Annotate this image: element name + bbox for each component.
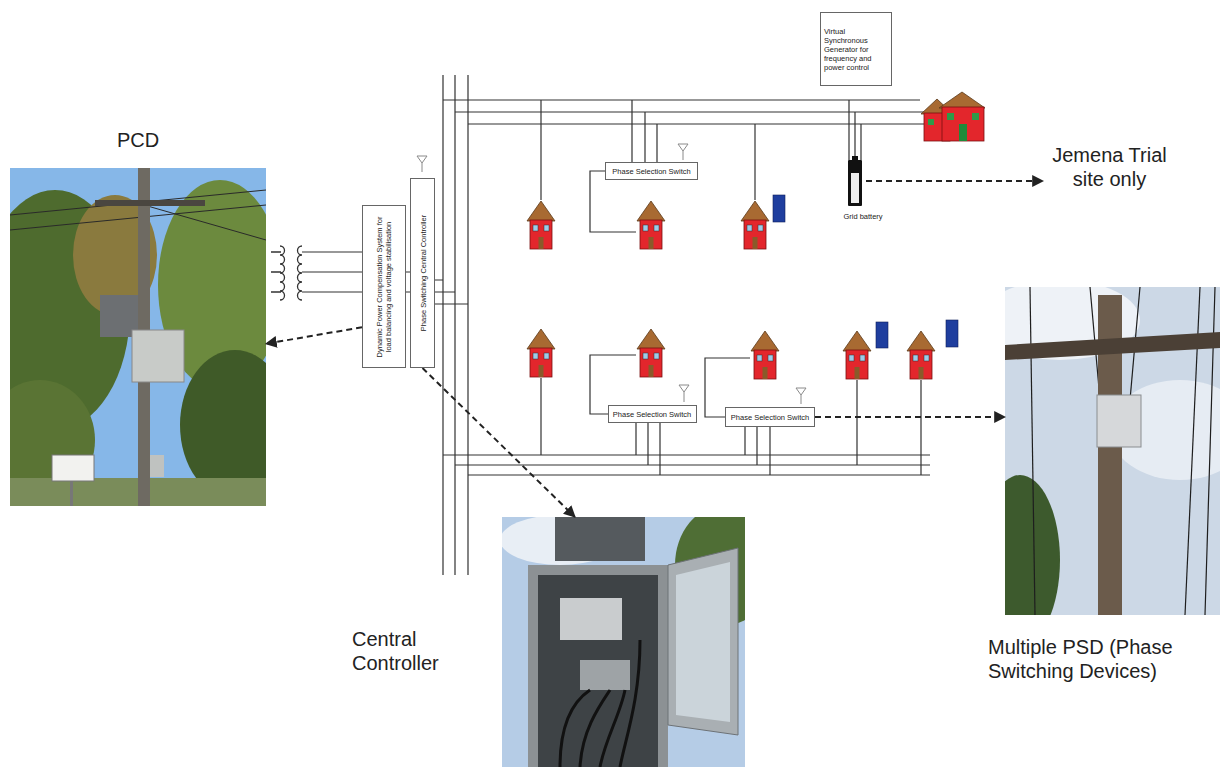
sign bbox=[52, 455, 94, 481]
battery-node: Grid battery bbox=[836, 158, 890, 230]
dashed-arrow bbox=[815, 416, 1005, 418]
switch-box: Phase Selection Switch bbox=[725, 407, 815, 427]
building-icon bbox=[921, 92, 985, 141]
photo-heading: PCD bbox=[10, 128, 266, 152]
dashed-arrow bbox=[266, 327, 362, 344]
photo-caption: Multiple PSD (Phase Switching Devices) bbox=[988, 635, 1216, 683]
cabinet-door bbox=[668, 548, 738, 735]
box-text: Dynamic Power Compensation System for lo… bbox=[375, 211, 393, 362]
house-icon bbox=[751, 331, 779, 379]
leader-arrow bbox=[866, 180, 1043, 182]
photo-frame: Multiple PSD (Phase Switching Devices) bbox=[1005, 287, 1220, 615]
photo-frame: Central Controller bbox=[502, 517, 745, 767]
photo-frame: PCD bbox=[10, 168, 266, 506]
controller-unit bbox=[560, 598, 622, 640]
process-box: Phase Switching Central Controller bbox=[410, 178, 435, 368]
switch-box: Phase Selection Switch bbox=[608, 405, 697, 423]
cabinet-interior bbox=[538, 575, 658, 767]
controller-unit bbox=[580, 660, 630, 690]
psd-box bbox=[1097, 395, 1141, 447]
house-icon bbox=[637, 201, 665, 249]
cables bbox=[560, 640, 640, 767]
house-icon bbox=[527, 201, 555, 249]
house-icon bbox=[907, 331, 935, 379]
tree bbox=[180, 350, 266, 500]
controller-photo bbox=[502, 517, 745, 767]
photo-caption: Central Controller bbox=[352, 627, 482, 675]
box-text: Virtual Synchronous Generator for freque… bbox=[824, 27, 888, 72]
house-icons bbox=[527, 201, 935, 379]
solar-panel bbox=[773, 195, 958, 348]
crossarm bbox=[1005, 332, 1220, 360]
process-box: Virtual Synchronous Generator for freque… bbox=[820, 12, 892, 86]
psd-photo bbox=[1005, 287, 1220, 615]
antenna-symbol bbox=[417, 144, 806, 404]
door-window bbox=[676, 562, 730, 722]
switch-box: Phase Selection Switch bbox=[605, 162, 698, 180]
house-icon bbox=[741, 201, 769, 249]
sign-post bbox=[70, 481, 73, 506]
house-icon bbox=[843, 331, 871, 379]
tree bbox=[1005, 475, 1060, 615]
cabinet bbox=[528, 565, 668, 767]
box-text: Phase Selection Switch bbox=[731, 413, 809, 422]
box-text: Phase Selection Switch bbox=[613, 410, 691, 419]
house-icon bbox=[527, 329, 555, 377]
box-text: Phase Switching Central Controller bbox=[418, 184, 427, 362]
crossarm bbox=[95, 200, 205, 206]
box-text: Phase Selection Switch bbox=[612, 167, 690, 176]
house-icon bbox=[637, 329, 665, 377]
equipment-box bbox=[150, 455, 164, 477]
transformer-symbol bbox=[271, 246, 302, 300]
pcd-photo bbox=[10, 168, 266, 506]
equipment-box bbox=[132, 330, 184, 382]
battery-symbol bbox=[848, 156, 862, 206]
pole-equipment bbox=[555, 517, 645, 561]
battery-label: Grid battery bbox=[836, 212, 890, 221]
lv-network-wires bbox=[302, 75, 930, 575]
dashed-arrow bbox=[423, 368, 575, 517]
note-label: Jemena Trial site only bbox=[1047, 143, 1172, 191]
process-box: Dynamic Power Compensation System for lo… bbox=[362, 205, 406, 368]
